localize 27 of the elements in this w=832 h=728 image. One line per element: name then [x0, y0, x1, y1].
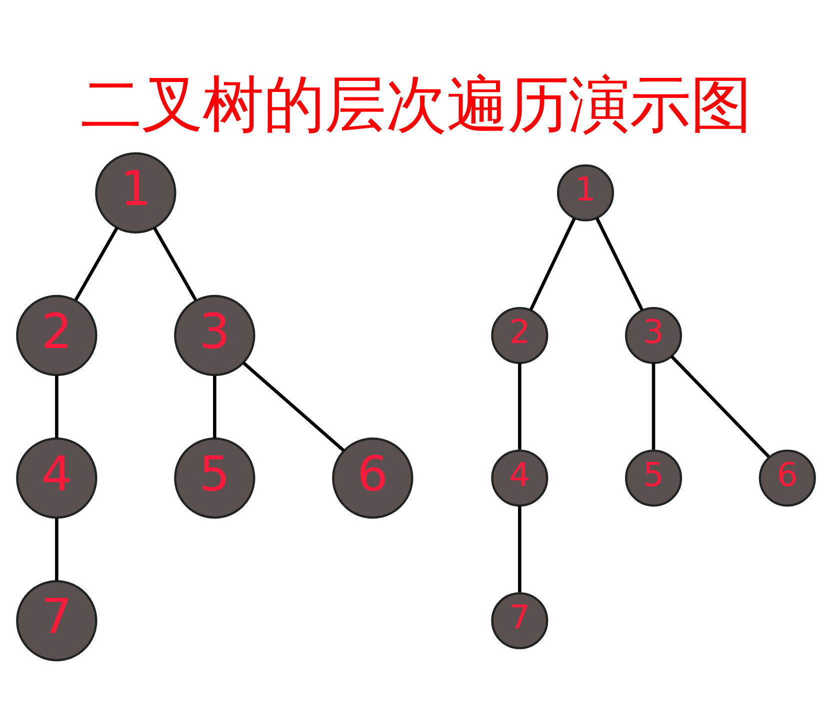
node-circle: 2	[16, 294, 98, 376]
node-circle: 4	[491, 450, 548, 507]
connector	[213, 375, 216, 438]
node-circle: 4	[16, 438, 98, 519]
connector	[596, 218, 644, 311]
node-circle: 2	[491, 306, 548, 364]
connector	[55, 518, 58, 581]
connector	[74, 226, 118, 301]
connector	[529, 218, 576, 311]
node-circle: 6	[332, 438, 414, 519]
connector	[518, 363, 522, 450]
node-circle: 6	[758, 450, 816, 507]
diagram-title: 二叉树的层次遍历演示图	[80, 70, 752, 141]
connector	[652, 363, 656, 450]
node-circle: 5	[625, 450, 682, 507]
node-circle: 7	[16, 580, 98, 662]
connector	[670, 355, 770, 458]
connector	[152, 226, 197, 301]
node-circle: 1	[556, 164, 614, 222]
node-circle: 7	[491, 592, 548, 650]
node-circle: 5	[174, 438, 256, 519]
node-circle: 3	[174, 294, 256, 376]
node-circle: 3	[625, 306, 682, 364]
connector	[242, 362, 345, 452]
node-circle: 1	[95, 152, 176, 234]
connector	[55, 375, 58, 438]
connector	[518, 506, 522, 592]
